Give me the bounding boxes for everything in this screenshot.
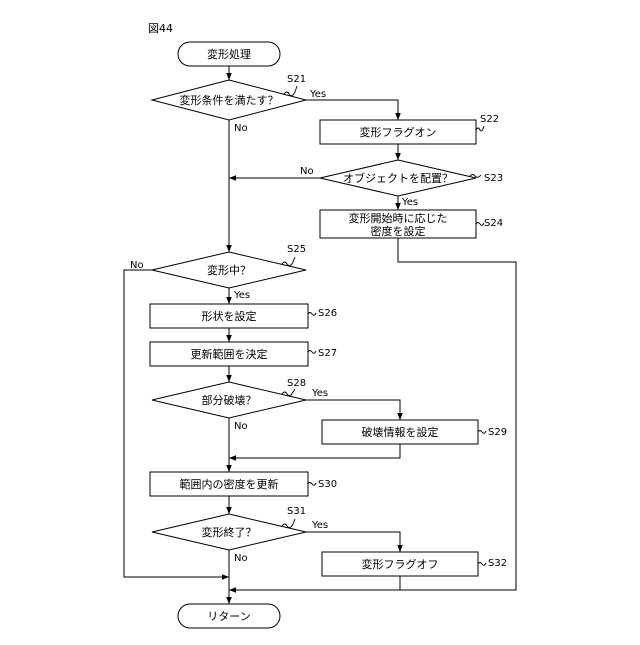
process-s29-label: 破壊情報を設定: [362, 425, 439, 439]
step-s24-label: S24: [484, 218, 503, 229]
step-s32-leader: [478, 563, 486, 566]
step-s25-leader: [282, 257, 295, 266]
step-s23-label: S23: [484, 173, 503, 184]
step-s31-label: S31: [287, 506, 306, 517]
step-s24-leader: [476, 223, 484, 226]
s23-yes-label: Yes: [401, 197, 418, 208]
step-s27-label: S27: [318, 348, 337, 359]
process-s32-label: 変形フラグオフ: [362, 557, 439, 571]
decision-s28-label: 部分破壊？: [202, 393, 257, 407]
step-s25-label: S25: [287, 244, 306, 255]
step-s29-label: S29: [488, 427, 507, 438]
step-s28-label: S28: [287, 378, 306, 389]
step-s27-leader: [308, 351, 316, 354]
decision-s21-label: 変形条件を満たす？: [180, 93, 279, 107]
arrow-s29-merge: [229, 444, 400, 458]
process-s27-label: 更新範囲を決定: [191, 347, 268, 361]
s21-no-label: No: [234, 123, 248, 134]
step-s22-leader: [476, 126, 484, 131]
process-s22-label: 変形フラグオン: [360, 125, 437, 139]
step-s22-label: S22: [480, 114, 499, 125]
figure-label: 図44: [148, 22, 173, 35]
step-s26-label: S26: [318, 308, 337, 319]
decision-s23-label: オブジェクトを配置？: [343, 171, 453, 185]
s23-no-label: No: [300, 166, 314, 177]
arrow-s28-yes: [306, 400, 400, 420]
process-s24-label-line1: 変形開始時に応じた: [349, 211, 448, 225]
process-s30-label: 範囲内の密度を更新: [180, 477, 279, 491]
end-label: リターン: [207, 610, 250, 623]
s25-no-label: No: [130, 260, 144, 271]
step-s32-label: S32: [488, 558, 507, 569]
arrow-s32-merge: [229, 576, 400, 590]
arrow-s31-yes: [306, 532, 400, 552]
step-s29-leader: [478, 431, 486, 434]
decision-s25-label: 変形中？: [207, 263, 251, 277]
step-s30-leader: [308, 483, 316, 486]
step-s21-leader: [284, 86, 297, 96]
s31-no-label: No: [234, 553, 248, 564]
step-s30-label: S30: [318, 479, 337, 490]
step-s21-label: S21: [287, 74, 306, 85]
process-s24-label-line2: 密度を設定: [371, 224, 426, 238]
s31-yes-label: Yes: [311, 520, 328, 531]
decision-s31-label: 変形終了？: [202, 525, 257, 539]
step-s31-leader: [282, 519, 295, 528]
s28-yes-label: Yes: [311, 388, 328, 399]
arrow-s21-yes: [306, 100, 398, 120]
s25-yes-label: Yes: [233, 290, 250, 301]
start-label: 変形処理: [207, 47, 251, 61]
process-s26-label: 形状を設定: [202, 309, 257, 323]
s28-no-label: No: [234, 421, 248, 432]
s21-yes-label: Yes: [309, 89, 326, 100]
step-s26-leader: [308, 313, 316, 316]
